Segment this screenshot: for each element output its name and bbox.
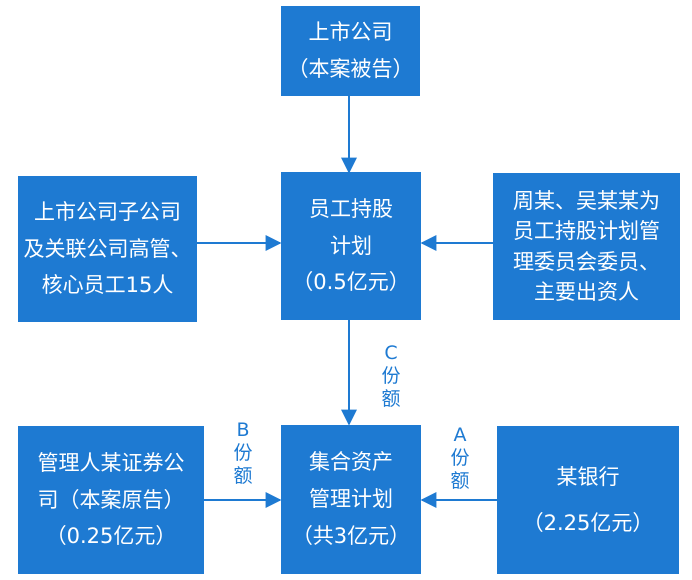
listed-company-box: 上市公司 （本案被告） <box>281 6 420 96</box>
box-line: 理委员会委员、 <box>513 249 660 274</box>
box-line: 计划 <box>330 233 372 258</box>
box-line: 上市公司子公司 <box>34 199 181 224</box>
box-line: 员工持股计划管 <box>513 219 660 244</box>
c-share-label: C 份 额 <box>376 342 406 410</box>
label-char: 额 <box>233 464 253 487</box>
box-line: （0.5亿元） <box>292 270 410 295</box>
label-char: 额 <box>381 387 401 410</box>
box-line: （本案被告） <box>287 57 414 81</box>
label-char: C <box>384 342 398 364</box>
box-line: 管理人某证券公 <box>37 450 185 475</box>
subsidiary-execs-box: 上市公司子公司 及关联公司高管、 核心员工15人 <box>18 176 197 322</box>
box-line: （0.25亿元） <box>45 524 177 549</box>
box-line: 及关联公司高管、 <box>23 236 192 261</box>
label-char: 份 <box>233 441 253 464</box>
box-line: 管理计划 <box>309 487 393 512</box>
box-line: 主要出资人 <box>534 279 639 304</box>
b-share-label: B 份 额 <box>228 419 258 487</box>
a-share-label: A 份 额 <box>445 424 475 492</box>
esop-box: 员工持股 计划 （0.5亿元） <box>281 172 421 320</box>
committee-box: 周某、吴某某为 员工持股计划管 理委员会委员、 主要出资人 <box>493 173 680 320</box>
box-line: 周某、吴某某为 <box>513 188 660 213</box>
box-line: 上市公司 <box>308 20 393 45</box>
manager-box: 管理人某证券公 司（本案原告） （0.25亿元） <box>18 426 204 574</box>
box-line: 集合资产 <box>309 450 393 475</box>
box-line: 员工持股 <box>309 196 393 221</box>
collective-plan-box: 集合资产 管理计划 （共3亿元） <box>281 425 421 574</box>
box-line: （2.25亿元） <box>522 511 654 535</box>
box-line: 司（本案原告） <box>37 487 185 512</box>
box-line: （共3亿元） <box>291 523 411 548</box>
label-char: 份 <box>450 446 470 469</box>
label-char: 额 <box>450 469 470 492</box>
label-char: 份 <box>381 364 401 387</box>
label-char: B <box>236 419 250 441</box>
bank-box: 某银行 （2.25亿元） <box>497 426 679 574</box>
box-line: 核心员工15人 <box>41 273 174 298</box>
label-char: A <box>453 424 467 446</box>
box-line: 某银行 <box>556 464 620 489</box>
